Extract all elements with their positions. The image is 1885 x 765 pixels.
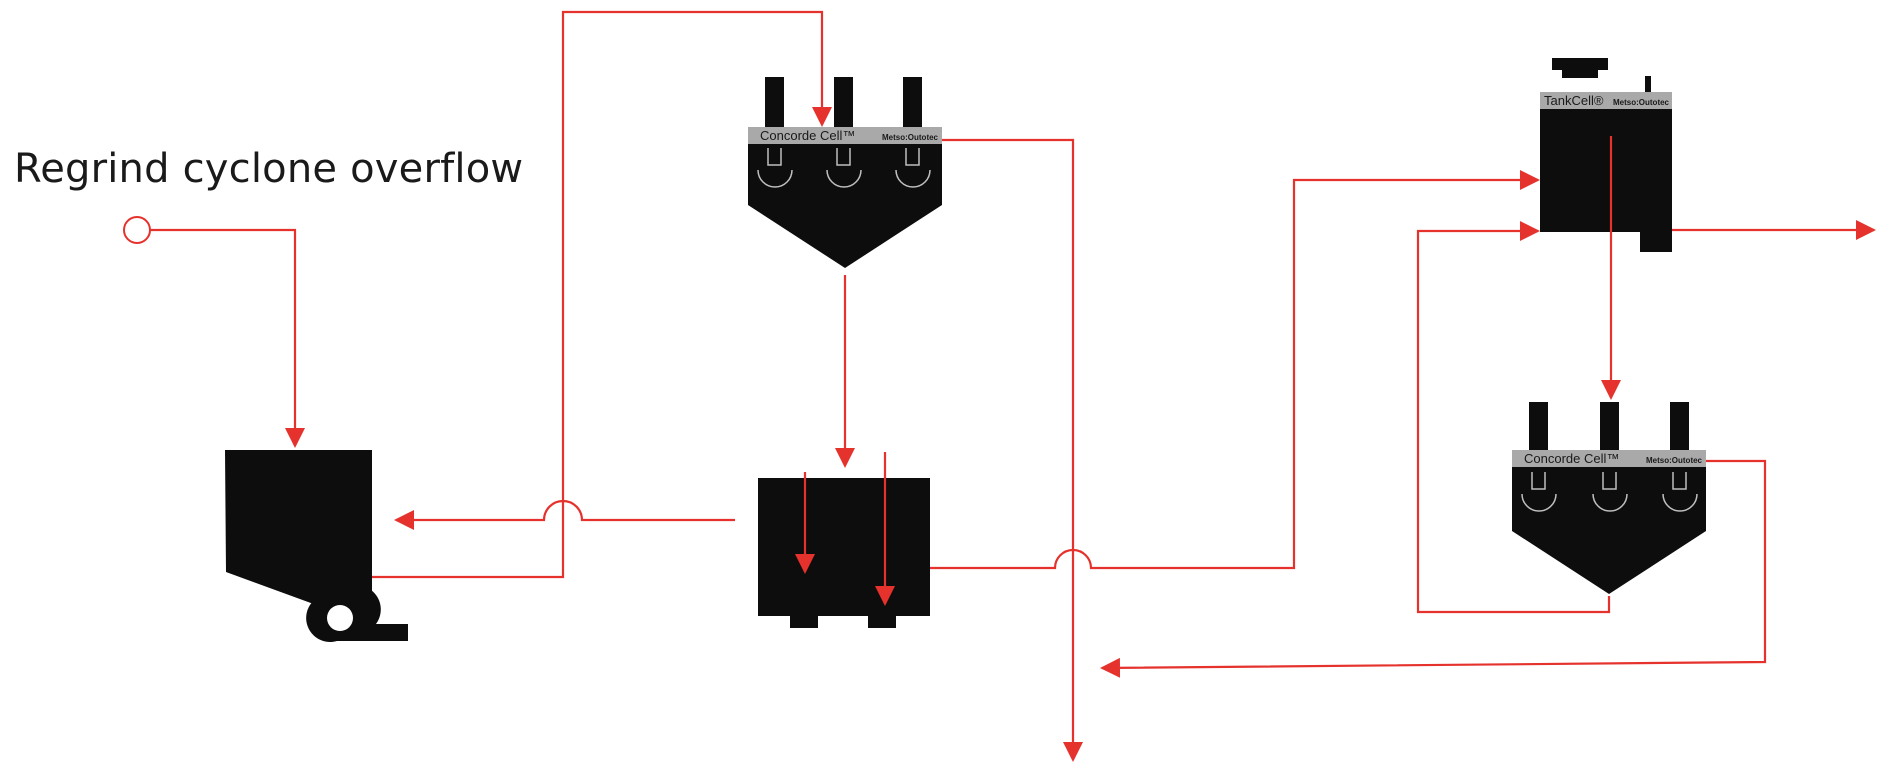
stream-concorde-2-return [1100, 459, 1767, 678]
stream-pump-to-concorde-1 [372, 10, 832, 579]
stream-feed-to-tank [150, 228, 305, 448]
tankcell: TankCell® Metso:Outotec [1540, 58, 1672, 252]
concorde-cell-2: Concorde Cell™ Metso:Outotec [1512, 402, 1706, 594]
tankcell-brand: Metso:Outotec [1613, 98, 1670, 107]
concorde-cell-1-brand: Metso:Outotec [882, 133, 939, 142]
stream-tank-to-tankcell [930, 170, 1540, 570]
collection-tank [758, 478, 930, 628]
concorde-cell-1: Concorde Cell™ Metso:Outotec [748, 77, 942, 268]
stream-concorde-1-tailings [942, 138, 1083, 762]
concorde-cell-2-brand: Metso:Outotec [1646, 456, 1703, 465]
feed-point-icon [123, 216, 151, 244]
concorde-cell-1-name: Concorde Cell™ [760, 128, 855, 143]
stream-concorde-2-recycle [1416, 221, 1611, 614]
feed-label: Regrind cyclone overflow [14, 146, 524, 192]
tankcell-name: TankCell® [1544, 93, 1604, 108]
feed-tank [225, 450, 408, 642]
concorde-cell-2-name: Concorde Cell™ [1524, 451, 1619, 466]
stream-return-to-tank [394, 499, 735, 530]
